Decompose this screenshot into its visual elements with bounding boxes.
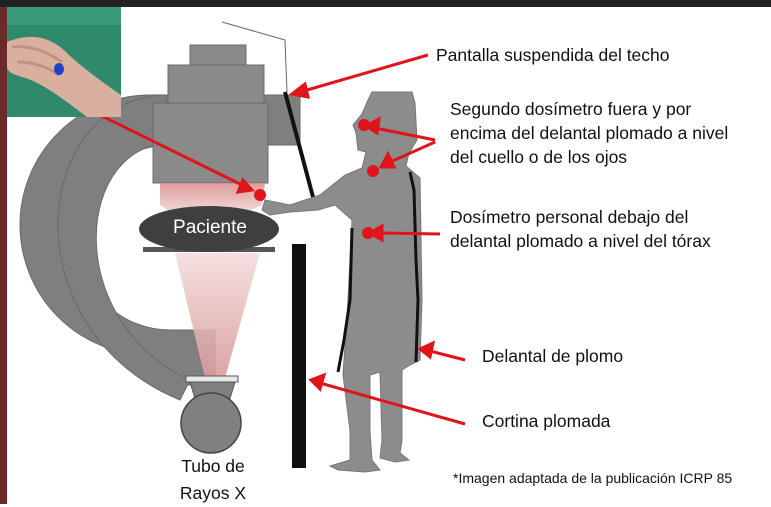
operator-body [261,91,423,473]
arrow-curtain [319,381,466,426]
intensifier-top [189,44,247,68]
arrow-apron-head [417,340,436,360]
apron-front [336,227,354,373]
neck-dosimeter [367,165,379,177]
apron-back [408,171,420,363]
arrow-curtain-head [308,372,327,392]
arrow-chest-head [367,223,384,243]
arrow-eye [374,126,436,142]
collimator-plate [185,375,239,383]
patient-ellipse [139,206,279,252]
screen-label: Pantalla suspendida del techo [436,45,670,65]
apron-label: Delantal de plomo [482,346,624,366]
tube-label: Tubo de Rayos X [179,456,247,503]
second-dosimeter-label: Segundo dosímetro fuera y por encima del… [450,99,729,167]
arrow-chest [379,231,441,236]
arrow-hand [99,113,245,188]
curtain-label: Cortina plomada [482,411,611,431]
arrow-neck-head [378,150,397,169]
arrow-apron [429,349,466,362]
xray-beam-lower [175,253,260,378]
arrow-neck [387,140,436,165]
left-frame-bar [0,0,7,504]
c-arm-curve [57,94,191,401]
arrow-hand-head [235,177,255,194]
arrow-screen-head [288,81,310,99]
xray-tube [180,392,242,454]
arrow-screen [299,53,429,94]
lead-curtain [292,244,306,468]
source-note: *Imagen adaptada de la publicación ICRP … [453,470,733,486]
personal-dosimeter-label: Dosímetro personal debajo del delantal p… [450,207,711,251]
top-frame-bar [0,0,771,7]
hand-photo [7,7,121,117]
patient-label: Paciente [173,217,247,238]
ceiling-screen [283,91,315,198]
screen-suspension [221,21,288,93]
intensifier-mid [167,64,265,106]
hand-dosimeter [254,189,266,201]
arrow-eye-head [363,116,381,136]
